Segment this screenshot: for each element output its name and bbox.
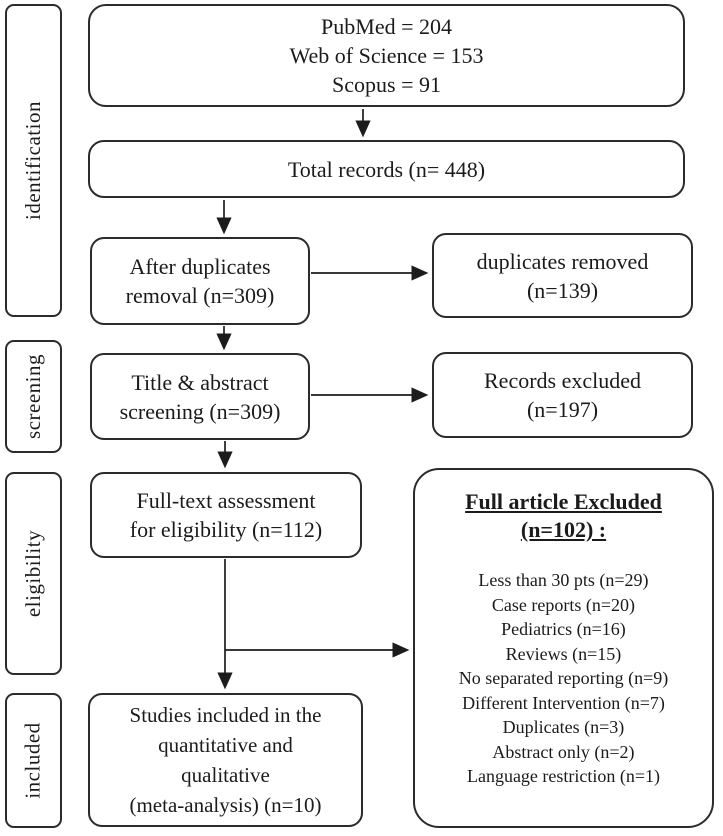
- excluded-reason: No separated reporting (n=9): [458, 668, 669, 688]
- box-title-abstract-screening: Title & abstract screening (n=309): [90, 353, 310, 440]
- fulltext-line2: for eligibility (n=112): [129, 517, 323, 542]
- stage-screening-label: screening: [21, 354, 45, 439]
- stage-screening: screening: [5, 340, 62, 453]
- box-records-excluded: Records excluded (n=197): [432, 352, 693, 438]
- dedup-line1: After duplicates: [129, 254, 271, 279]
- excluded-title-line2: (n=102) :: [520, 517, 607, 542]
- dedup-line2: removal (n=309): [125, 283, 275, 308]
- excluded-reason: Abstract only (n=2): [492, 741, 635, 762]
- included-line1: Studies included in the: [129, 703, 322, 727]
- box-total-records: Total records (n= 448): [88, 140, 685, 198]
- box-fulltext-assessment: Full-text assessment for eligibility (n=…: [90, 472, 362, 558]
- box-database-sources: PubMed = 204 Web of Science = 153 Scopus…: [88, 4, 685, 107]
- excluded-reason: Reviews (n=15): [505, 643, 622, 664]
- included-line4: (meta-analysis) (n=10): [129, 793, 322, 817]
- stage-eligibility: eligibility: [5, 472, 62, 675]
- excluded-reason: Language restriction (n=1): [466, 766, 661, 786]
- sources-line-pubmed: PubMed = 204: [321, 14, 452, 39]
- duplicates-removed-line2: (n=139): [526, 277, 599, 303]
- screening-line1: Title & abstract: [131, 369, 269, 395]
- excluded-title-line1: Full article Excluded: [465, 489, 662, 514]
- stage-included: included: [5, 693, 62, 828]
- duplicates-removed-line1: duplicates removed: [476, 248, 649, 274]
- stage-included-label: included: [21, 722, 45, 799]
- total-records-label: Total records (n= 448): [287, 156, 486, 182]
- excluded-reason: Duplicates (n=3): [502, 717, 625, 737]
- included-line3: qualitative: [181, 763, 270, 787]
- screening-line2: screening (n=309): [119, 398, 281, 424]
- sources-line-scopus: Scopus = 91: [332, 72, 441, 97]
- box-duplicates-removed: duplicates removed (n=139): [432, 233, 693, 318]
- stage-identification: identification: [5, 4, 62, 317]
- excluded-reason: Different Intervention (n=7): [462, 692, 665, 713]
- excluded-reason: Case reports (n=20): [491, 594, 636, 615]
- excluded-reason: Pediatrics (n=16): [501, 619, 626, 639]
- stage-eligibility-label: eligibility: [21, 529, 46, 618]
- box-after-duplicates-removal: After duplicates removal (n=309): [90, 237, 310, 325]
- excluded-reason: Less than 30 pts (n=29): [478, 570, 649, 590]
- included-line2: quantitative and: [158, 733, 293, 757]
- records-excluded-line1: Records excluded: [484, 368, 641, 393]
- box-studies-included: Studies included in the quantitative and…: [88, 693, 363, 827]
- box-full-article-excluded: Full article Excluded (n=102) : Less tha…: [413, 468, 714, 828]
- stage-identification-label: identification: [21, 101, 45, 220]
- fulltext-line1: Full-text assessment: [136, 488, 316, 513]
- sources-line-wos: Web of Science = 153: [289, 43, 484, 68]
- excluded-reasons-list: Less than 30 pts (n=29) Case reports (n=…: [459, 568, 669, 789]
- records-excluded-line2: (n=197): [526, 397, 599, 422]
